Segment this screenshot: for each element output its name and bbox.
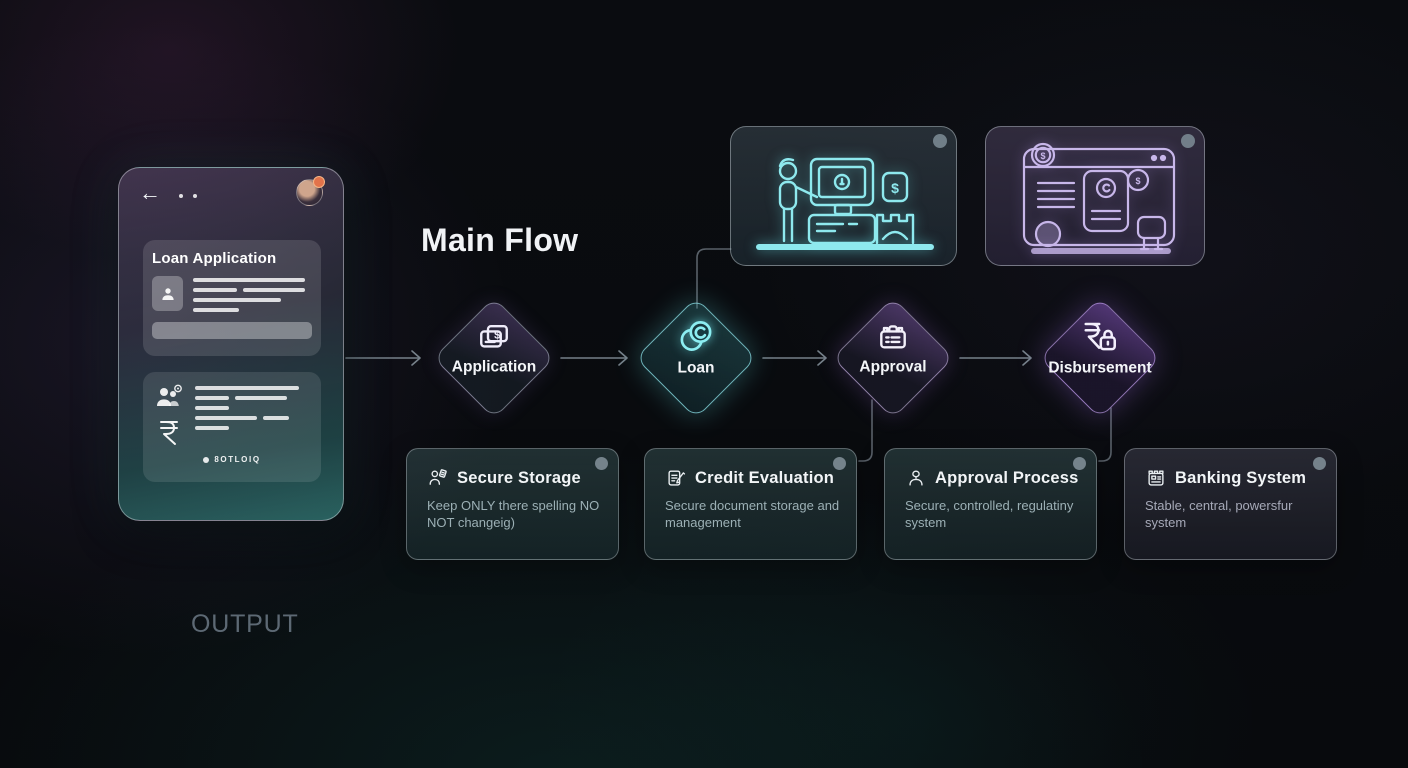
submit-bar <box>152 322 312 339</box>
connector-approval-to-credit-card <box>858 399 873 462</box>
loan-application-card: Loan Application <box>143 240 321 356</box>
footer-badge-text: 8OTLOIQ <box>214 455 261 464</box>
phone-footer-badge: 8OTLOIQ <box>153 455 311 464</box>
node-label: Loan <box>677 358 715 376</box>
svg-text:$: $ <box>1040 151 1045 161</box>
illustration-banking-terminal: $ <box>730 126 957 266</box>
card-description: Stable, central, powersfur system <box>1145 498 1293 530</box>
node-application: $ Application <box>433 297 555 419</box>
card-title: Credit Evaluation <box>695 468 835 487</box>
card-description: Keep ONLY there spelling NO NOT changeig… <box>427 498 600 530</box>
document-pen-icon <box>668 470 686 486</box>
phone-header: ← <box>119 168 343 220</box>
bank-calendar-icon <box>1148 470 1164 486</box>
card-title: Secure Storage <box>457 468 581 487</box>
card-secure-storage: Secure Storage Keep ONLY there spelling … <box>406 448 619 560</box>
node-label: Application <box>451 357 537 375</box>
bullet-icon <box>203 456 210 463</box>
loan-application-title: Loan Application <box>152 250 277 267</box>
rupee-lock-icon <box>1084 322 1116 350</box>
card-title: Approval Process <box>935 468 1079 487</box>
svg-text:$: $ <box>891 180 899 196</box>
svg-text:$: $ <box>1135 176 1140 186</box>
card-corner-dot <box>833 457 846 470</box>
node-loan: Loan <box>635 297 757 419</box>
online-banking-illustration: $ $ <box>1022 142 1176 254</box>
connector-loan-to-illustration <box>696 248 732 309</box>
person-document-icon <box>429 469 447 485</box>
card-corner-dot <box>595 457 608 470</box>
toolbox-icon <box>880 324 906 349</box>
avatar <box>296 176 325 206</box>
rupee-icon <box>160 421 178 445</box>
form-text-lines <box>193 276 312 312</box>
output-label: OUTPUT <box>191 610 299 638</box>
page-title: Main Flow <box>421 222 579 258</box>
node-disbursement: Disbursement <box>1039 297 1161 419</box>
coins-icon <box>680 320 712 351</box>
phone-mockup: ← Loan Application <box>118 167 344 521</box>
customer-at-terminal-illustration: $ <box>756 157 934 250</box>
card-corner-dot <box>933 134 947 148</box>
card-corner-dot <box>1073 457 1086 470</box>
detail-text-lines <box>195 384 311 447</box>
applicant-avatar-icon <box>152 276 183 311</box>
card-banking-system: Banking System Stable, central, powersfu… <box>1124 448 1337 560</box>
card-credit-evaluation: Credit Evaluation Secure document storag… <box>644 448 857 560</box>
node-label: Approval <box>859 357 927 375</box>
card-corner-dot <box>1313 457 1326 470</box>
people-icon <box>157 384 182 406</box>
svg-text:$: $ <box>494 329 501 341</box>
loan-details-card: 8OTLOIQ <box>143 372 321 482</box>
connector-disbursement-to-approval-card <box>1098 407 1112 462</box>
money-card-icon: $ <box>480 324 508 348</box>
person-icon <box>909 470 923 486</box>
node-approval: Approval <box>832 297 954 419</box>
card-description: Secure document storage and management <box>665 498 840 530</box>
notification-badge <box>313 176 325 188</box>
card-title: Banking System <box>1175 468 1307 487</box>
card-description: Secure, controlled, regulatiny system <box>905 498 1074 530</box>
back-arrow-icon: ← <box>139 180 161 205</box>
illustration-online-banking: $ $ <box>985 126 1205 266</box>
card-approval-process: Approval Process Secure, controlled, reg… <box>884 448 1097 560</box>
menu-dots-icon <box>179 194 197 198</box>
card-corner-dot <box>1181 134 1195 148</box>
node-label: Disbursement <box>1048 358 1152 376</box>
